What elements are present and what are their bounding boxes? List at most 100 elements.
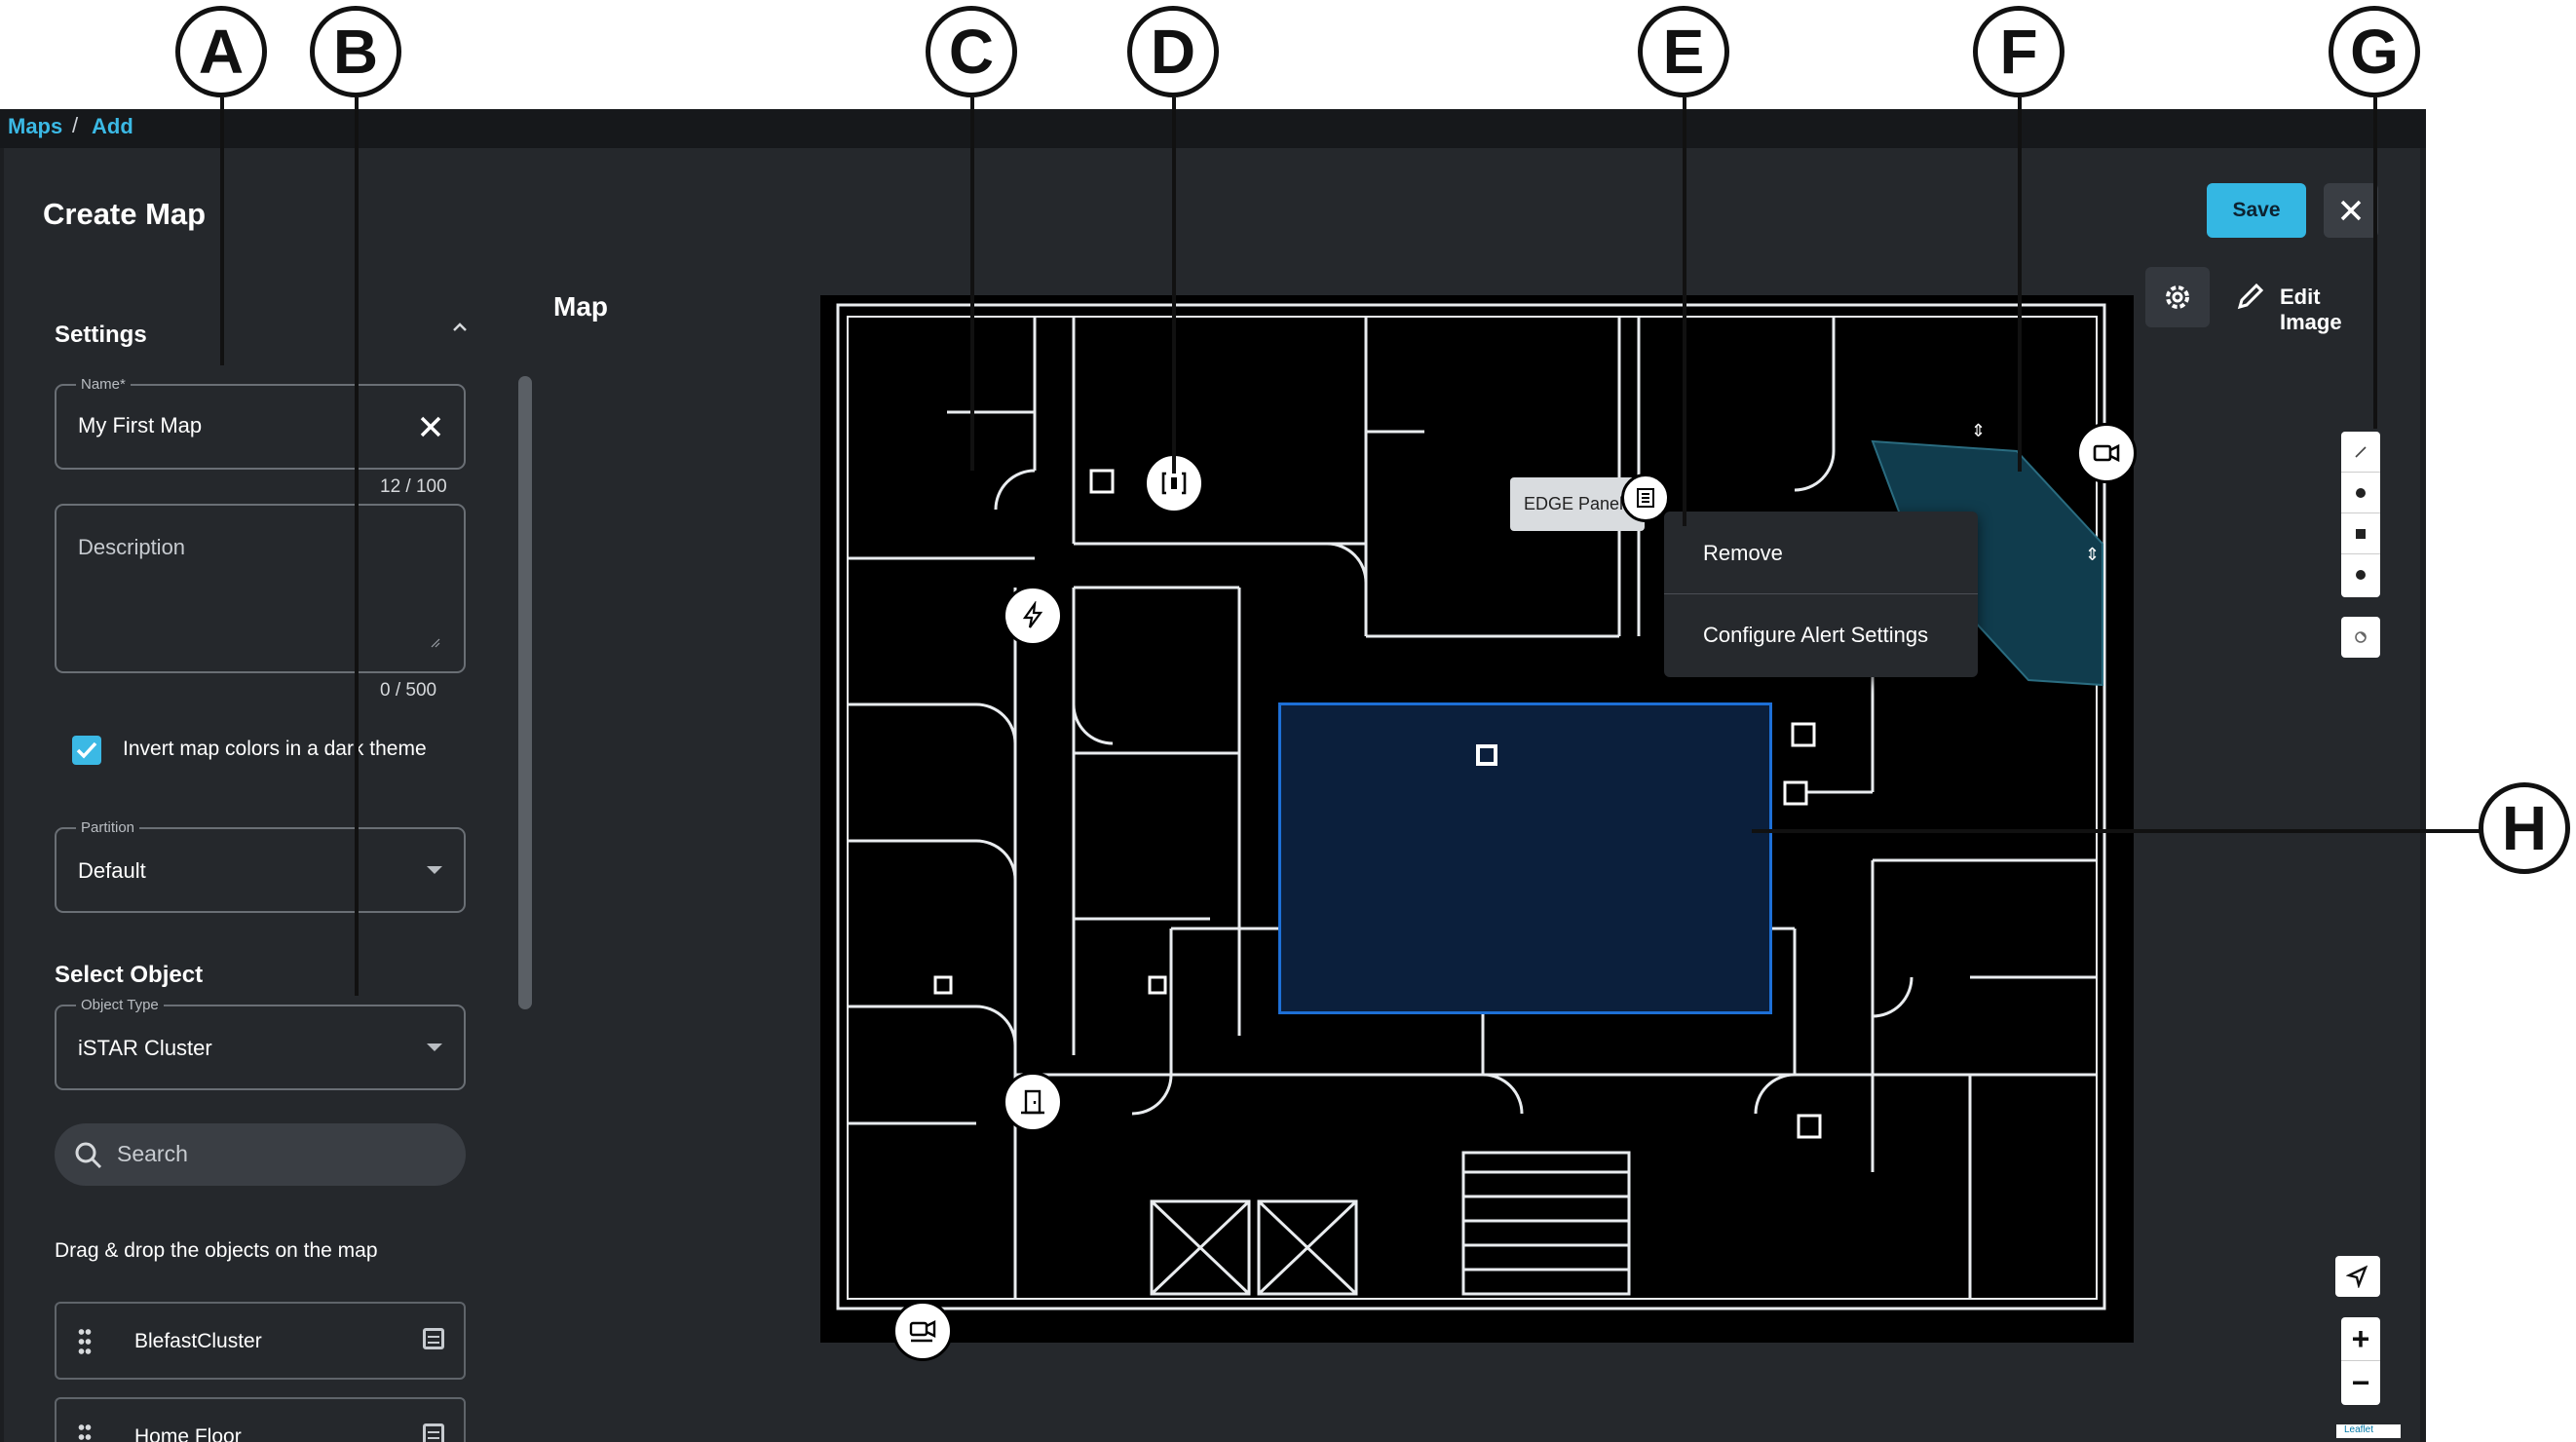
name-field-value: My First Map <box>78 413 203 437</box>
edit-image-label: Edit Image <box>2280 285 2342 334</box>
object-type-select[interactable]: Object Type iSTAR Cluster <box>55 997 466 1090</box>
breadcrumb: Maps / Add <box>0 109 2426 148</box>
settings-heading: Settings <box>55 322 147 348</box>
pencil-icon <box>2237 283 2264 310</box>
save-button[interactable]: Save <box>2207 183 2306 238</box>
map-settings-button[interactable] <box>2145 267 2210 327</box>
chevron-up-icon <box>453 323 467 331</box>
search-placeholder: Search <box>117 1141 188 1166</box>
edit-image-button[interactable]: Edit Image <box>2229 277 2385 334</box>
callout-c: C <box>926 6 1017 97</box>
configure-alert-label: Configure Alert Settings <box>1703 623 1929 647</box>
close-button[interactable] <box>2324 183 2378 238</box>
dropdown-arrow-icon <box>427 1044 442 1051</box>
circle-icon <box>2356 570 2366 580</box>
callout-g-line <box>2373 97 2377 429</box>
draw-toolbar <box>2341 432 2380 597</box>
object-type-label: Object Type <box>76 997 164 1013</box>
callout-c-line <box>970 97 974 471</box>
callout-a-line <box>220 97 224 365</box>
locate-button[interactable] <box>2335 1256 2380 1297</box>
callout-h-line <box>1752 829 2481 833</box>
callout-d: D <box>1127 6 1219 97</box>
resize-handle-icon[interactable] <box>431 638 440 648</box>
name-field-label: Name* <box>76 376 131 393</box>
partition-value: Default <box>78 858 146 883</box>
context-menu-remove[interactable]: Remove <box>1664 512 1978 594</box>
drag-handle-icon[interactable] <box>78 1327 92 1356</box>
partition-select[interactable]: Partition Default <box>55 819 466 913</box>
draw-polygon-tool[interactable] <box>2341 473 2380 513</box>
cluster-icon <box>423 1423 444 1442</box>
map-attribution[interactable]: Leaflet <box>2336 1424 2401 1438</box>
callout-e: E <box>1638 6 1729 97</box>
list-item-label: BlefastCluster <box>134 1330 262 1352</box>
name-field[interactable]: Name* My First Map <box>55 376 466 470</box>
collapse-settings-button[interactable] <box>452 320 467 333</box>
list-item[interactable]: BlefastCluster <box>55 1302 466 1380</box>
search-icon <box>75 1142 102 1169</box>
map-heading: Map <box>553 291 608 322</box>
draw-circle-tool[interactable] <box>2341 554 2380 595</box>
name-counter: 12 / 100 <box>380 476 447 497</box>
save-button-label: Save <box>2232 199 2281 221</box>
polyline-icon <box>2355 445 2367 458</box>
locate-icon <box>2346 1265 2368 1288</box>
invert-colors-checkbox[interactable] <box>72 736 101 765</box>
callout-e-line <box>1683 97 1686 526</box>
list-item[interactable]: Home Floor <box>55 1397 466 1442</box>
edge-panel-text: EDGE Panel <box>1524 494 1624 513</box>
drag-handle-icon[interactable] <box>78 1423 92 1442</box>
zone-handle[interactable] <box>1476 744 1497 766</box>
floor-plan-map[interactable]: ⇕ ⇕ EDGE Panel Remove Configure Alert Se… <box>820 295 2137 1361</box>
door-icon[interactable] <box>1003 1072 1063 1132</box>
select-object-heading: Select Object <box>55 962 204 988</box>
panel-glyph <box>1637 488 1654 508</box>
fov-rotate-handle[interactable]: ⇕ <box>1971 421 1987 440</box>
invert-colors-label: Invert map colors in a dark theme <box>123 738 427 760</box>
draw-rectangle-tool[interactable] <box>2341 513 2380 554</box>
panel-icon[interactable] <box>1621 474 1670 522</box>
callout-h: H <box>2479 782 2570 874</box>
camera-icon[interactable] <box>892 1301 953 1361</box>
camera-icon[interactable] <box>2076 423 2137 483</box>
search-input[interactable]: Search <box>55 1123 466 1186</box>
description-placeholder: Description <box>78 535 186 559</box>
draw-polyline-tool[interactable] <box>2341 432 2380 473</box>
check-icon <box>76 741 97 759</box>
remove-label: Remove <box>1703 541 1783 565</box>
callout-g: G <box>2329 6 2420 97</box>
fov-resize-handle[interactable]: ⇕ <box>2085 545 2101 564</box>
breadcrumb-add[interactable]: Add <box>92 114 133 138</box>
rectangle-icon <box>2356 528 2366 539</box>
partition-label: Partition <box>76 819 140 836</box>
object-type-value: iSTAR Cluster <box>78 1036 212 1060</box>
edit-layers-button[interactable] <box>2341 617 2380 658</box>
bolt-glyph <box>1022 601 1043 628</box>
zone-polygon[interactable] <box>1278 702 1772 1014</box>
camera-glyph <box>909 1320 936 1343</box>
breadcrumb-maps[interactable]: Maps <box>8 114 63 138</box>
settings-scrollbar[interactable] <box>518 376 532 1009</box>
callout-f-line <box>2018 97 2022 472</box>
dropdown-arrow-icon <box>427 866 442 874</box>
callout-b: B <box>310 6 401 97</box>
context-menu-configure-alert[interactable]: Configure Alert Settings <box>1664 593 1978 677</box>
list-item-label: Home Floor <box>134 1425 242 1442</box>
camera-glyph <box>2093 443 2120 463</box>
zoom-in-button[interactable]: + <box>2341 1317 2380 1361</box>
page-title: Create Map <box>43 197 207 231</box>
bolt-icon[interactable] <box>1003 586 1063 646</box>
gear-icon <box>2166 285 2189 309</box>
drag-drop-hint: Drag & drop the objects on the map <box>55 1239 378 1262</box>
clear-name-icon[interactable] <box>419 415 442 438</box>
camera-fov-area[interactable] <box>820 295 2134 1343</box>
door-glyph <box>1021 1089 1044 1115</box>
zoom-out-button[interactable]: − <box>2351 1365 2370 1400</box>
callout-d-line <box>1172 97 1176 474</box>
callout-b-line <box>355 97 359 996</box>
breadcrumb-separator: / <box>72 113 79 137</box>
description-field[interactable]: Description <box>55 504 466 673</box>
description-counter: 0 / 500 <box>380 680 437 701</box>
cluster-icon <box>423 1328 444 1349</box>
